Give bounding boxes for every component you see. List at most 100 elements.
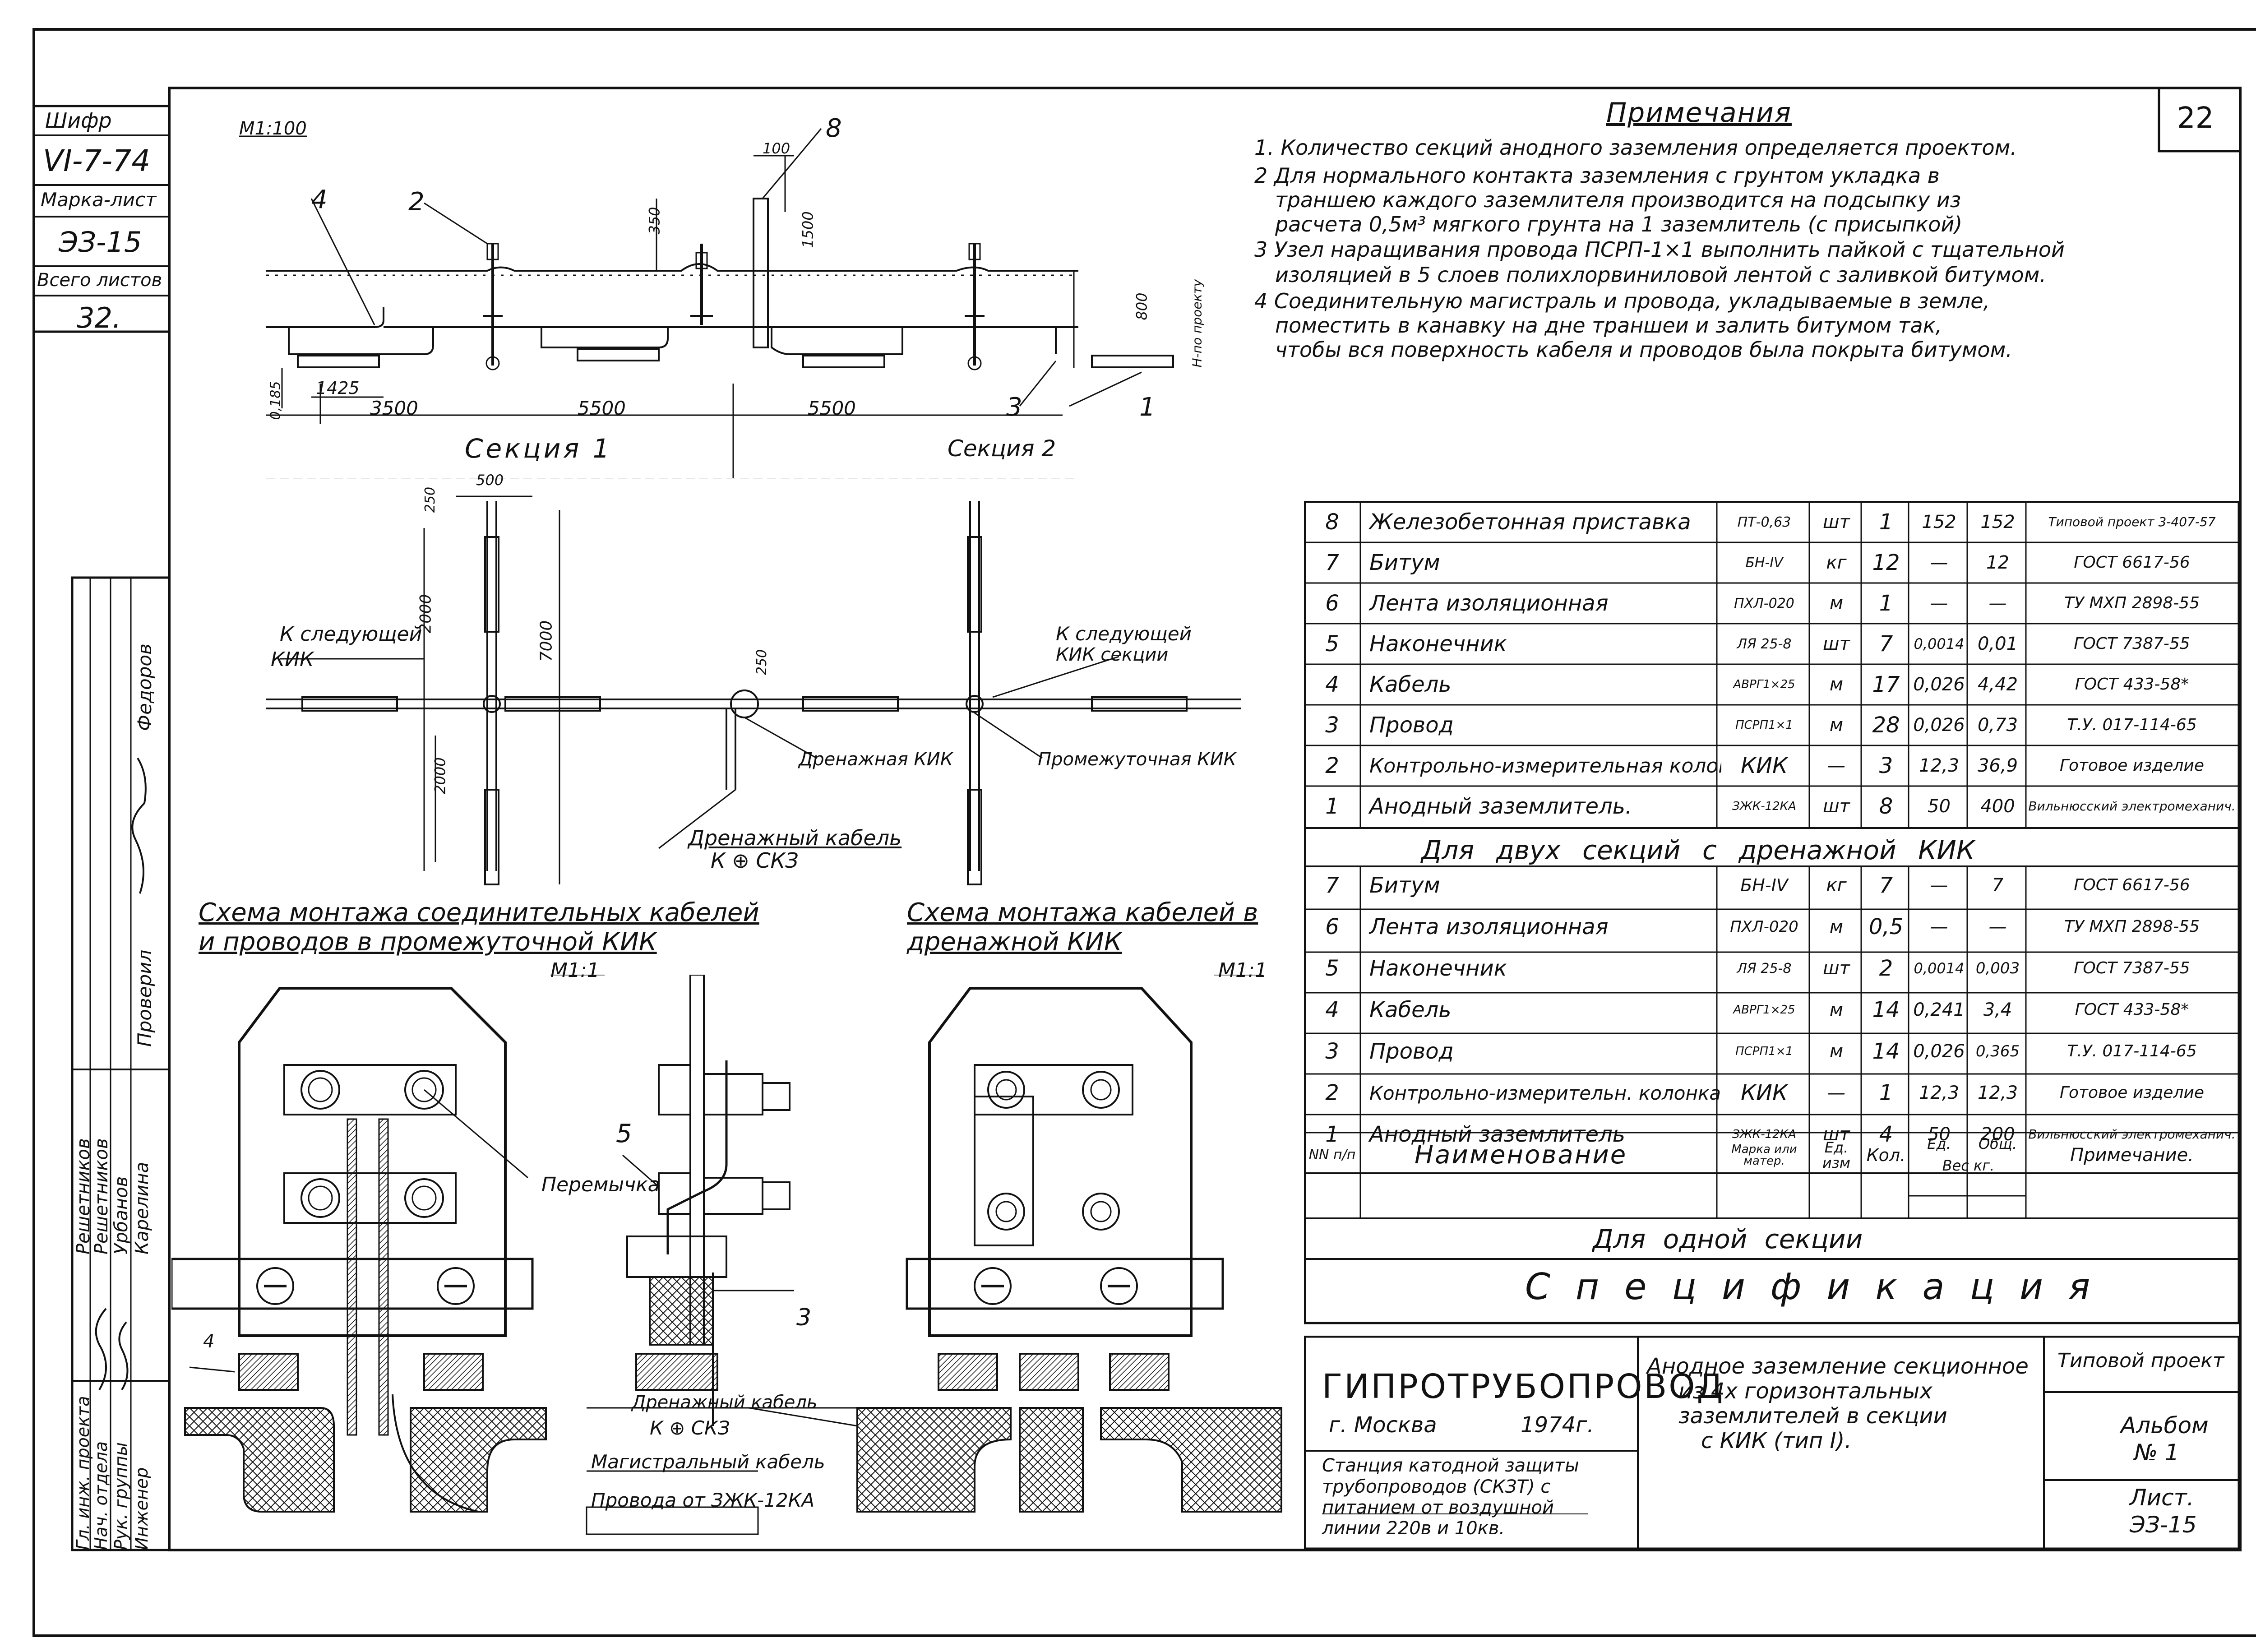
- desc-line-2: из 4х горизонтальных: [1678, 1379, 1932, 1404]
- album-number: № 1: [2134, 1439, 2179, 1466]
- spec-cell-n: 4: [1325, 997, 1339, 1023]
- spec-cell-n: 5: [1325, 631, 1339, 657]
- spec-cell-w2: 0,003: [1975, 959, 2020, 977]
- spec-cell-w1: 12,3: [1919, 755, 1960, 776]
- spec-cell-w1: 0,026: [1913, 1041, 1965, 1062]
- mark-value: ЭЗ-15: [59, 226, 142, 259]
- spec-cell-name: Битум: [1369, 873, 1440, 898]
- jumper-label: Перемычка: [541, 1173, 660, 1196]
- pos-label-4b: 4: [203, 1331, 215, 1352]
- spec-cell-w1: —: [1930, 593, 1948, 614]
- scale-right: М1:1: [1218, 959, 1267, 982]
- spec-cell-w2: 0,73: [1977, 715, 2018, 736]
- spec-cell-name: Кабель: [1369, 997, 1452, 1023]
- spec-cell-mark: ПСРП1×1: [1735, 718, 1793, 732]
- spec-cell-unit: шт: [1823, 634, 1850, 654]
- spec-row: 4 Кабель АВРГ1×25 м 14 0,241 3,4 ГОСТ 43…: [1304, 991, 2238, 1029]
- spec-cell-qty: 7: [1879, 873, 1893, 898]
- spec-cell-w1: 0,241: [1913, 1000, 1965, 1020]
- spec-cell-w2: 7: [1992, 875, 2004, 896]
- dim-350: 350: [646, 207, 663, 235]
- spec-cell-n: 3: [1325, 713, 1339, 738]
- intermediate-kik-label: Промежуточная КИК: [1038, 749, 1236, 770]
- spec-cell-qty: 14: [1872, 1039, 1900, 1064]
- spec-cell-unit: м: [1829, 916, 1844, 937]
- notes-title: Примечания: [1606, 97, 1792, 129]
- spec-cell-name: Лента изоляционная: [1369, 591, 1609, 616]
- spec-cell-name: Анодный заземлитель: [1369, 1122, 1626, 1147]
- spec-cell-qty: 28: [1872, 713, 1900, 738]
- spec-cell-n: 6: [1325, 914, 1339, 939]
- pos-label-3b: 3: [796, 1304, 812, 1331]
- spec-cell-unit: шт: [1823, 796, 1850, 817]
- header-name: Наименование: [1415, 1140, 1627, 1170]
- spec-cell-mark: ЛЯ 25-8: [1737, 636, 1792, 652]
- schema-left-title-1: Схема монтажа соединительных кабелей: [199, 898, 759, 927]
- spec-cell-name: Битум: [1369, 550, 1440, 575]
- spec-cell-name: Железобетонная приставка: [1369, 509, 1691, 535]
- spec-cell-w1: 0,0014: [1914, 635, 1965, 652]
- spec-cell-unit: шт: [1823, 958, 1850, 979]
- spec-cell-qty: 1: [1879, 1080, 1893, 1106]
- spec-cell-unit: м: [1829, 715, 1844, 736]
- spec-cell-note: Т.У. 017-114-65: [2067, 716, 2197, 734]
- spec-table-one-section: 7 Битум БН-IV кг 7 — 7 ГОСТ 6617-56 6 Ле…: [1304, 866, 2238, 1182]
- note-line-6: изоляцией в 5 слоев полихлорвиниловой ле…: [1275, 263, 2046, 287]
- spec-row: 8 Железобетонная приставка ПТ-0,63 шт 1 …: [1304, 503, 2238, 541]
- spec-row: 5 Наконечник ЛЯ 25-8 шт 7 0,0014 0,01 ГО…: [1304, 625, 2238, 663]
- spec-cell-mark: ПХЛ-020: [1730, 918, 1798, 936]
- org-city: г. Москва: [1329, 1412, 1437, 1438]
- spec-cell-unit: м: [1829, 593, 1844, 614]
- spec-cell-w2: 400: [1980, 796, 2015, 817]
- spec-cell-n: 8: [1325, 509, 1339, 535]
- section-2-label: Секция 2: [948, 435, 1056, 462]
- spec-cell-unit: кг: [1826, 875, 1847, 896]
- schema-left-title-2: и проводов в промежуточной КИК: [199, 927, 657, 957]
- spec-grid: [1304, 501, 2240, 1324]
- header-w1: Ед.: [1927, 1135, 1951, 1152]
- spec-row: 2 Контрольно-измерительн. колонка КИК — …: [1304, 1074, 2238, 1112]
- spec-cell-w2: —: [1988, 593, 2007, 614]
- section-1-label: Секция 1: [465, 433, 612, 464]
- anode-1: [297, 355, 380, 368]
- station-line-2: трубопроводов (СКЗТ) с: [1322, 1476, 1551, 1497]
- spec-row: 4 Кабель АВРГ1×25 м 17 0,026 4,42 ГОСТ 4…: [1304, 666, 2238, 703]
- spec-cell-qty: 0,5: [1868, 914, 1904, 939]
- drain-cable-2-label: Дренажный кабель: [632, 1392, 818, 1413]
- next-kik-right-2: КИК секции: [1056, 644, 1169, 665]
- spec-cell-w2: 36,9: [1977, 755, 2018, 776]
- dim-0185: 0,185: [268, 381, 284, 420]
- station-line-1: Станция катодной защиты: [1322, 1455, 1579, 1476]
- spec-cell-n: 7: [1325, 550, 1339, 575]
- spec-row: 7 Битум БН-IV кг 12 — 12 ГОСТ 6617-56: [1304, 544, 2238, 582]
- spec-cell-w1: 0,0014: [1914, 960, 1965, 977]
- dim-250-a: 250: [422, 486, 439, 513]
- header-w2: Общ.: [1978, 1135, 2017, 1152]
- spec-row: 2 Контрольно-измерительная колонка КИК —…: [1304, 747, 2238, 785]
- spec-cell-n: 6: [1325, 591, 1339, 616]
- sheet-number: 22: [2177, 102, 2214, 135]
- intermediate-kik-body: [171, 987, 547, 1513]
- spec-cell-n: 2: [1325, 1080, 1339, 1106]
- spec-cell-qty: 4: [1879, 1122, 1893, 1147]
- desc-line-1: Анодное заземление секционное: [1647, 1354, 2029, 1379]
- drain-kik-side-view: [622, 975, 794, 1426]
- spec-cell-w2: 3,4: [1983, 1000, 2012, 1020]
- spec-cell-w2: 0,365: [1975, 1042, 2020, 1060]
- spec-cell-mark: КИК: [1740, 1080, 1788, 1106]
- spec-cell-qty: 8: [1879, 794, 1893, 819]
- spec-cell-note: Т.У. 017-114-65: [2067, 1042, 2197, 1060]
- spec-cell-unit: —: [1827, 1083, 1845, 1103]
- spec-cell-n: 7: [1325, 873, 1339, 898]
- spec-cell-name: Контрольно-измерительн. колонка: [1369, 1082, 1721, 1104]
- spec-cell-name: Наконечник: [1369, 956, 1507, 981]
- sheet-value: ЭЗ-15: [2130, 1512, 2197, 1538]
- plan-view: [266, 495, 1241, 885]
- next-kik-right-1: К следующей: [1056, 623, 1192, 645]
- spec-cell-w1: 50: [1928, 796, 1951, 817]
- spec-cell-name: Кабель: [1369, 672, 1452, 697]
- schema-right-title-1: Схема монтажа кабелей в: [907, 898, 1258, 927]
- note-line-9: чтобы вся поверхность кабеля и проводов …: [1275, 338, 2012, 362]
- spec-cell-n: 2: [1325, 753, 1339, 778]
